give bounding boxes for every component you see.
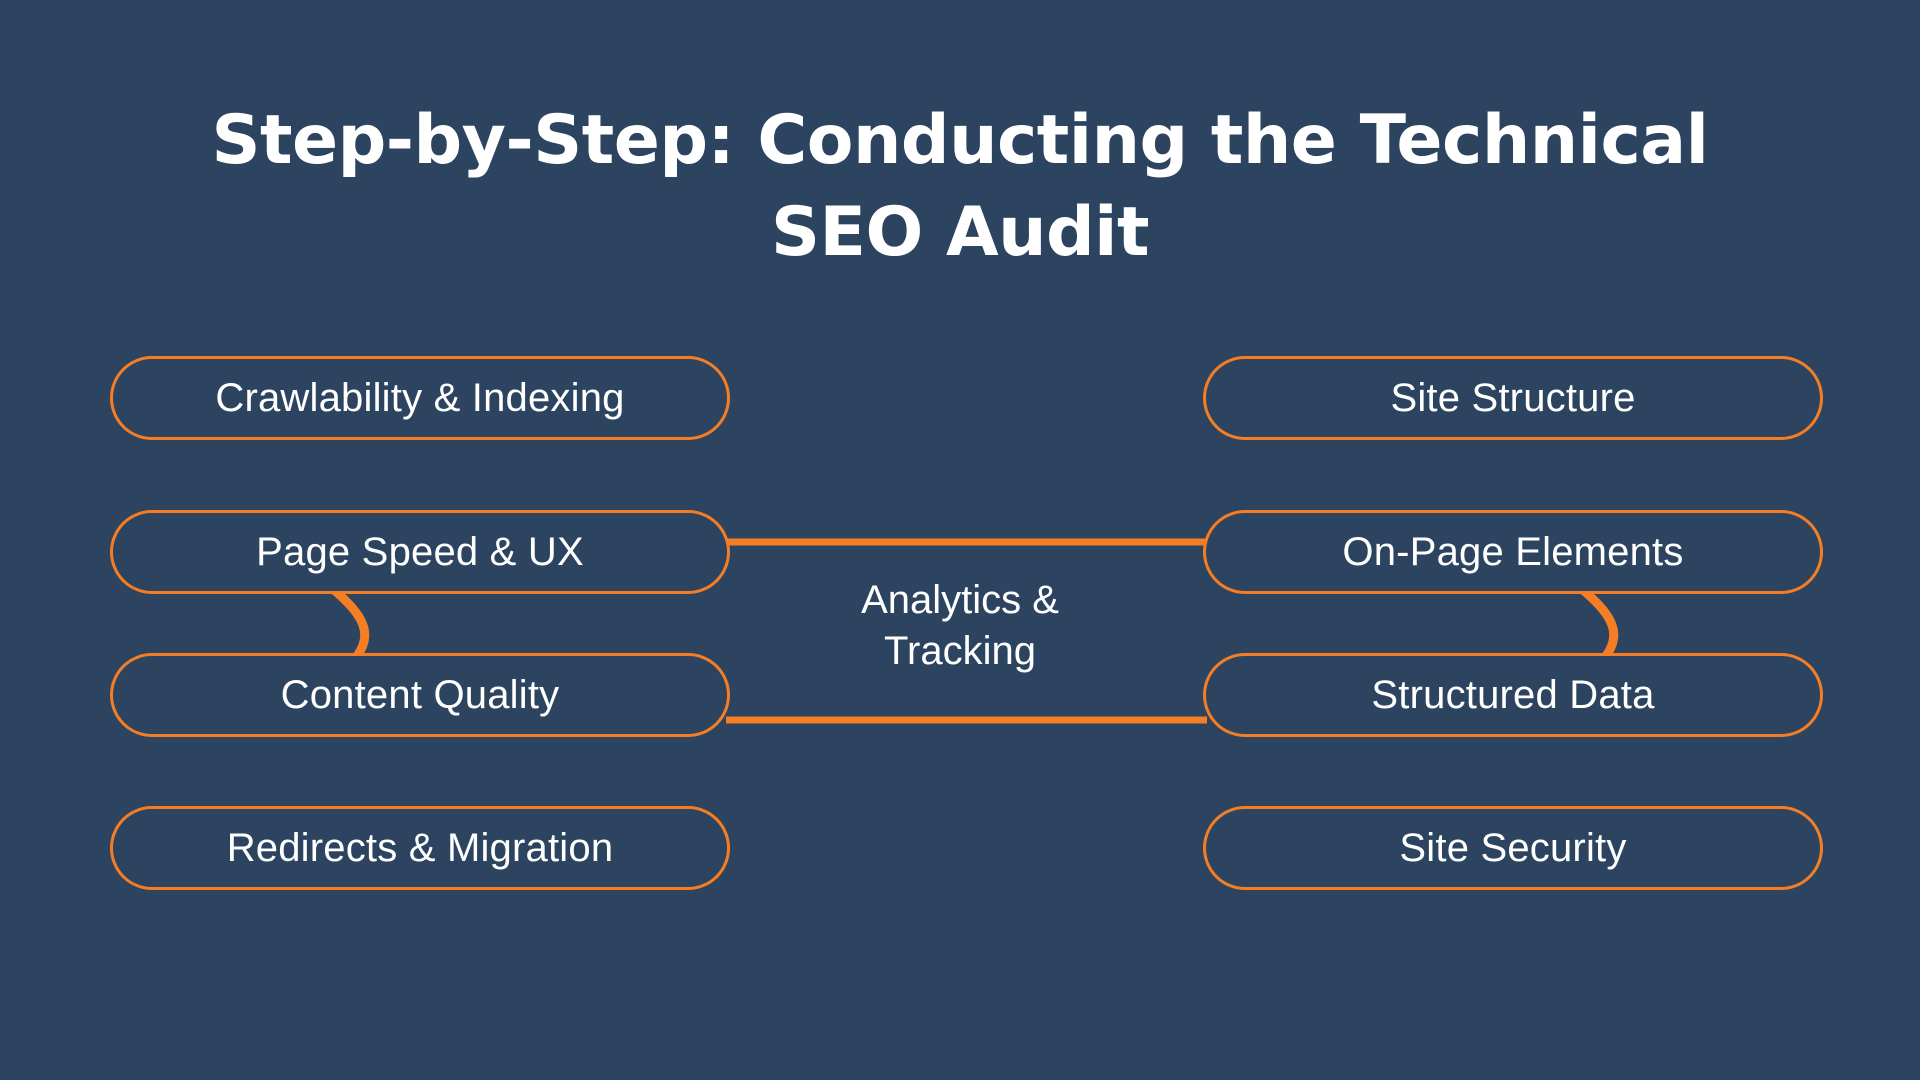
center-label-line-1: Analytics &: [861, 578, 1059, 622]
node-structured-data[interactable]: Structured Data: [1203, 653, 1823, 737]
node-label: Content Quality: [280, 672, 560, 717]
page-title: Step-by-Step: Conducting the Technical S…: [211, 101, 1710, 272]
node-label: Redirects & Migration: [226, 825, 614, 870]
center-label-analytics-and-tracking: Analytics & Tracking: [760, 575, 1160, 677]
node-crawlability-and-indexing[interactable]: Crawlability & Indexing: [110, 356, 730, 440]
node-site-security[interactable]: Site Security: [1203, 806, 1823, 890]
node-label: Site Security: [1399, 825, 1627, 870]
node-label: On-Page Elements: [1342, 529, 1684, 574]
node-page-speed-and-ux[interactable]: Page Speed & UX: [110, 510, 730, 594]
node-label: Page Speed & UX: [256, 529, 584, 574]
node-content-quality[interactable]: Content Quality: [110, 653, 730, 737]
node-label: Structured Data: [1371, 672, 1655, 717]
node-label: Crawlability & Indexing: [215, 375, 625, 420]
node-label: Site Structure: [1390, 375, 1636, 420]
center-label-line-2: Tracking: [884, 629, 1036, 674]
node-site-structure[interactable]: Site Structure: [1203, 356, 1823, 440]
node-on-page-elements[interactable]: On-Page Elements: [1203, 510, 1823, 594]
node-redirects-and-migration[interactable]: Redirects & Migration: [110, 806, 730, 890]
